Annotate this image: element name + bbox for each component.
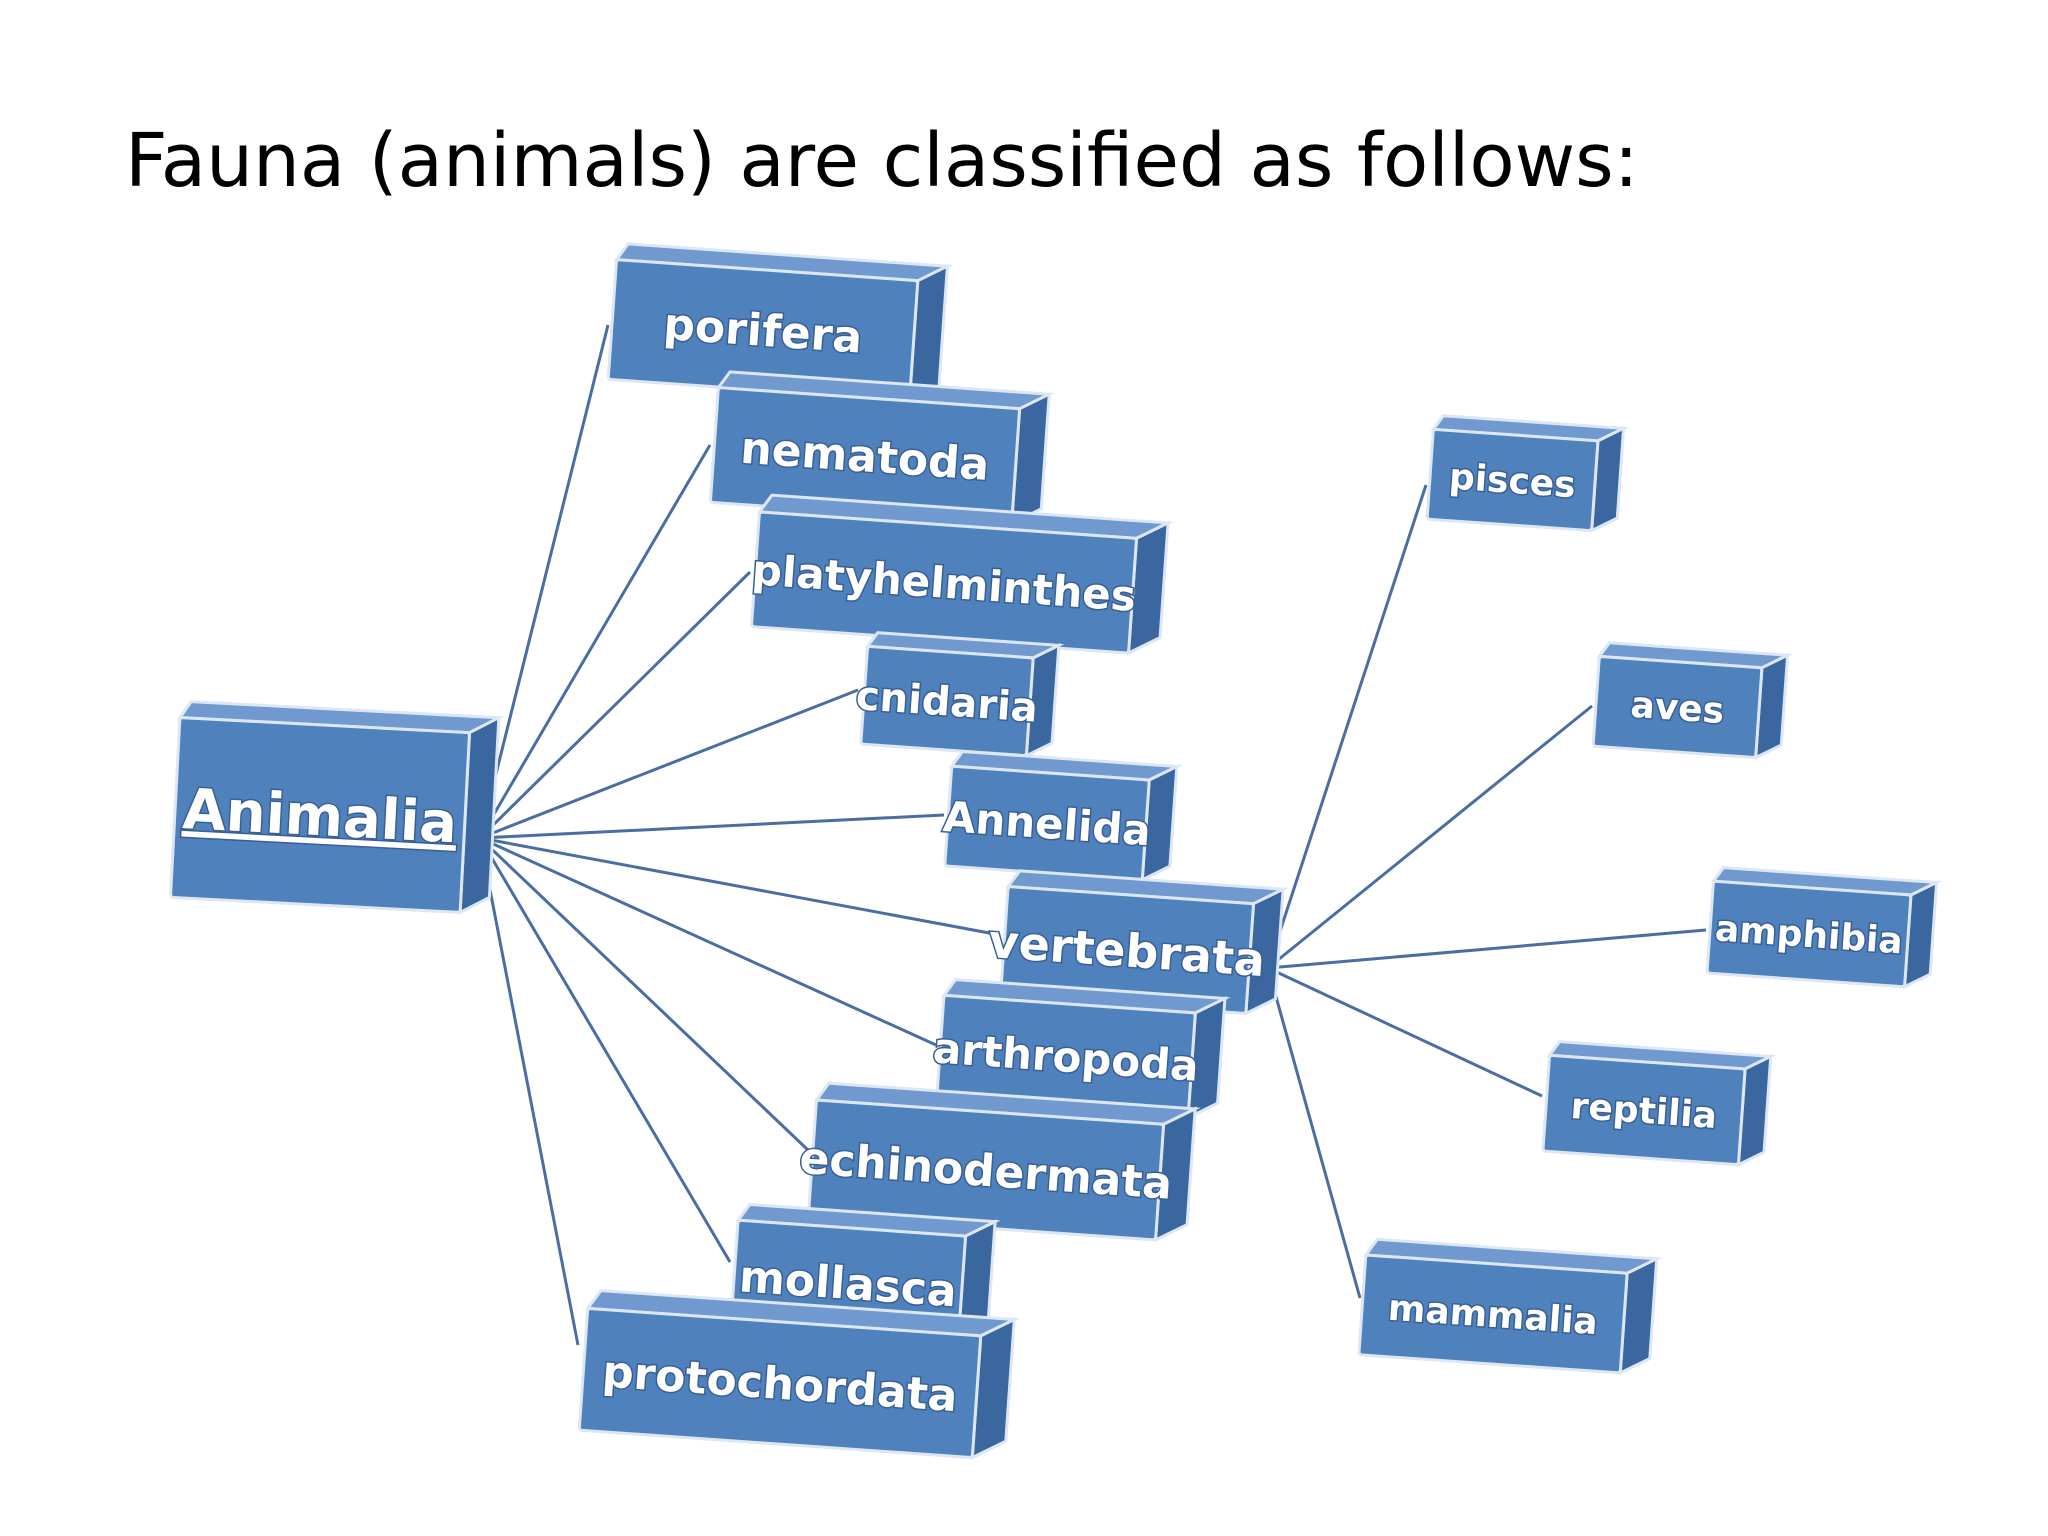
connector-animalia-vertebrata	[479, 836, 1001, 937]
box-vertebrata: vertebrata	[986, 869, 1289, 1016]
box-front-face	[1705, 879, 1913, 989]
boxes: Animalia poriferanematodaplatyhelminthesc…	[169, 242, 1943, 1461]
box-protochordata: protochordata	[577, 1289, 1020, 1461]
box-animalia: Animalia	[169, 700, 505, 915]
box-reptilia: reptilia	[1541, 1040, 1777, 1168]
box-amphibia: amphibia	[1705, 866, 1943, 990]
connector-animalia-echinodermata	[478, 836, 810, 1152]
box-label-aves: aves	[1629, 685, 1725, 732]
connector-animalia-porifera	[478, 324, 610, 839]
connector-vertebrata-pisces	[1266, 484, 1428, 969]
connector-animalia-annelida	[479, 813, 945, 840]
box-aves: aves	[1591, 641, 1794, 761]
box-annelida: Annelida	[940, 749, 1183, 883]
box-nematoda: nematoda	[709, 370, 1055, 526]
box-arthropoda: arthropoda	[930, 978, 1231, 1121]
box-front-face	[1357, 1253, 1629, 1375]
box-mammalia: mammalia	[1357, 1237, 1663, 1376]
box-front-face	[1541, 1053, 1747, 1167]
slide-title: Fauna (animals) are classified as follow…	[125, 118, 1639, 204]
box-front-face	[577, 1307, 983, 1459]
box-front-face	[859, 645, 1035, 757]
box-cnidaria: cnidaria	[853, 631, 1065, 759]
connector-vertebrata-reptilia	[1267, 966, 1543, 1098]
box-porifera: porifera	[606, 242, 954, 403]
box-front-face	[1425, 428, 1600, 532]
box-pisces: pisces	[1425, 414, 1630, 534]
box-echinodermata: echinodermata	[796, 1081, 1201, 1243]
box-platyhelminthes: platyhelminthes	[749, 493, 1174, 656]
box-label-animalia: Animalia	[181, 777, 459, 856]
connectors	[478, 324, 1707, 1346]
connector-vertebrata-amphibia	[1267, 928, 1707, 970]
connector-animalia-nematoda	[478, 444, 712, 839]
connector-animalia-cnidaria	[479, 688, 859, 840]
connector-animalia-arthropoda	[479, 836, 937, 1047]
connector-vertebrata-mammalia	[1266, 967, 1362, 1299]
connector-animalia-mollasca	[478, 837, 732, 1263]
connector-animalia-platyhelminthes	[478, 570, 752, 840]
connector-animalia-protochordata	[478, 837, 580, 1346]
box-front-face	[1591, 655, 1764, 759]
box-front-face	[169, 716, 471, 914]
connector-vertebrata-aves	[1267, 704, 1593, 970]
